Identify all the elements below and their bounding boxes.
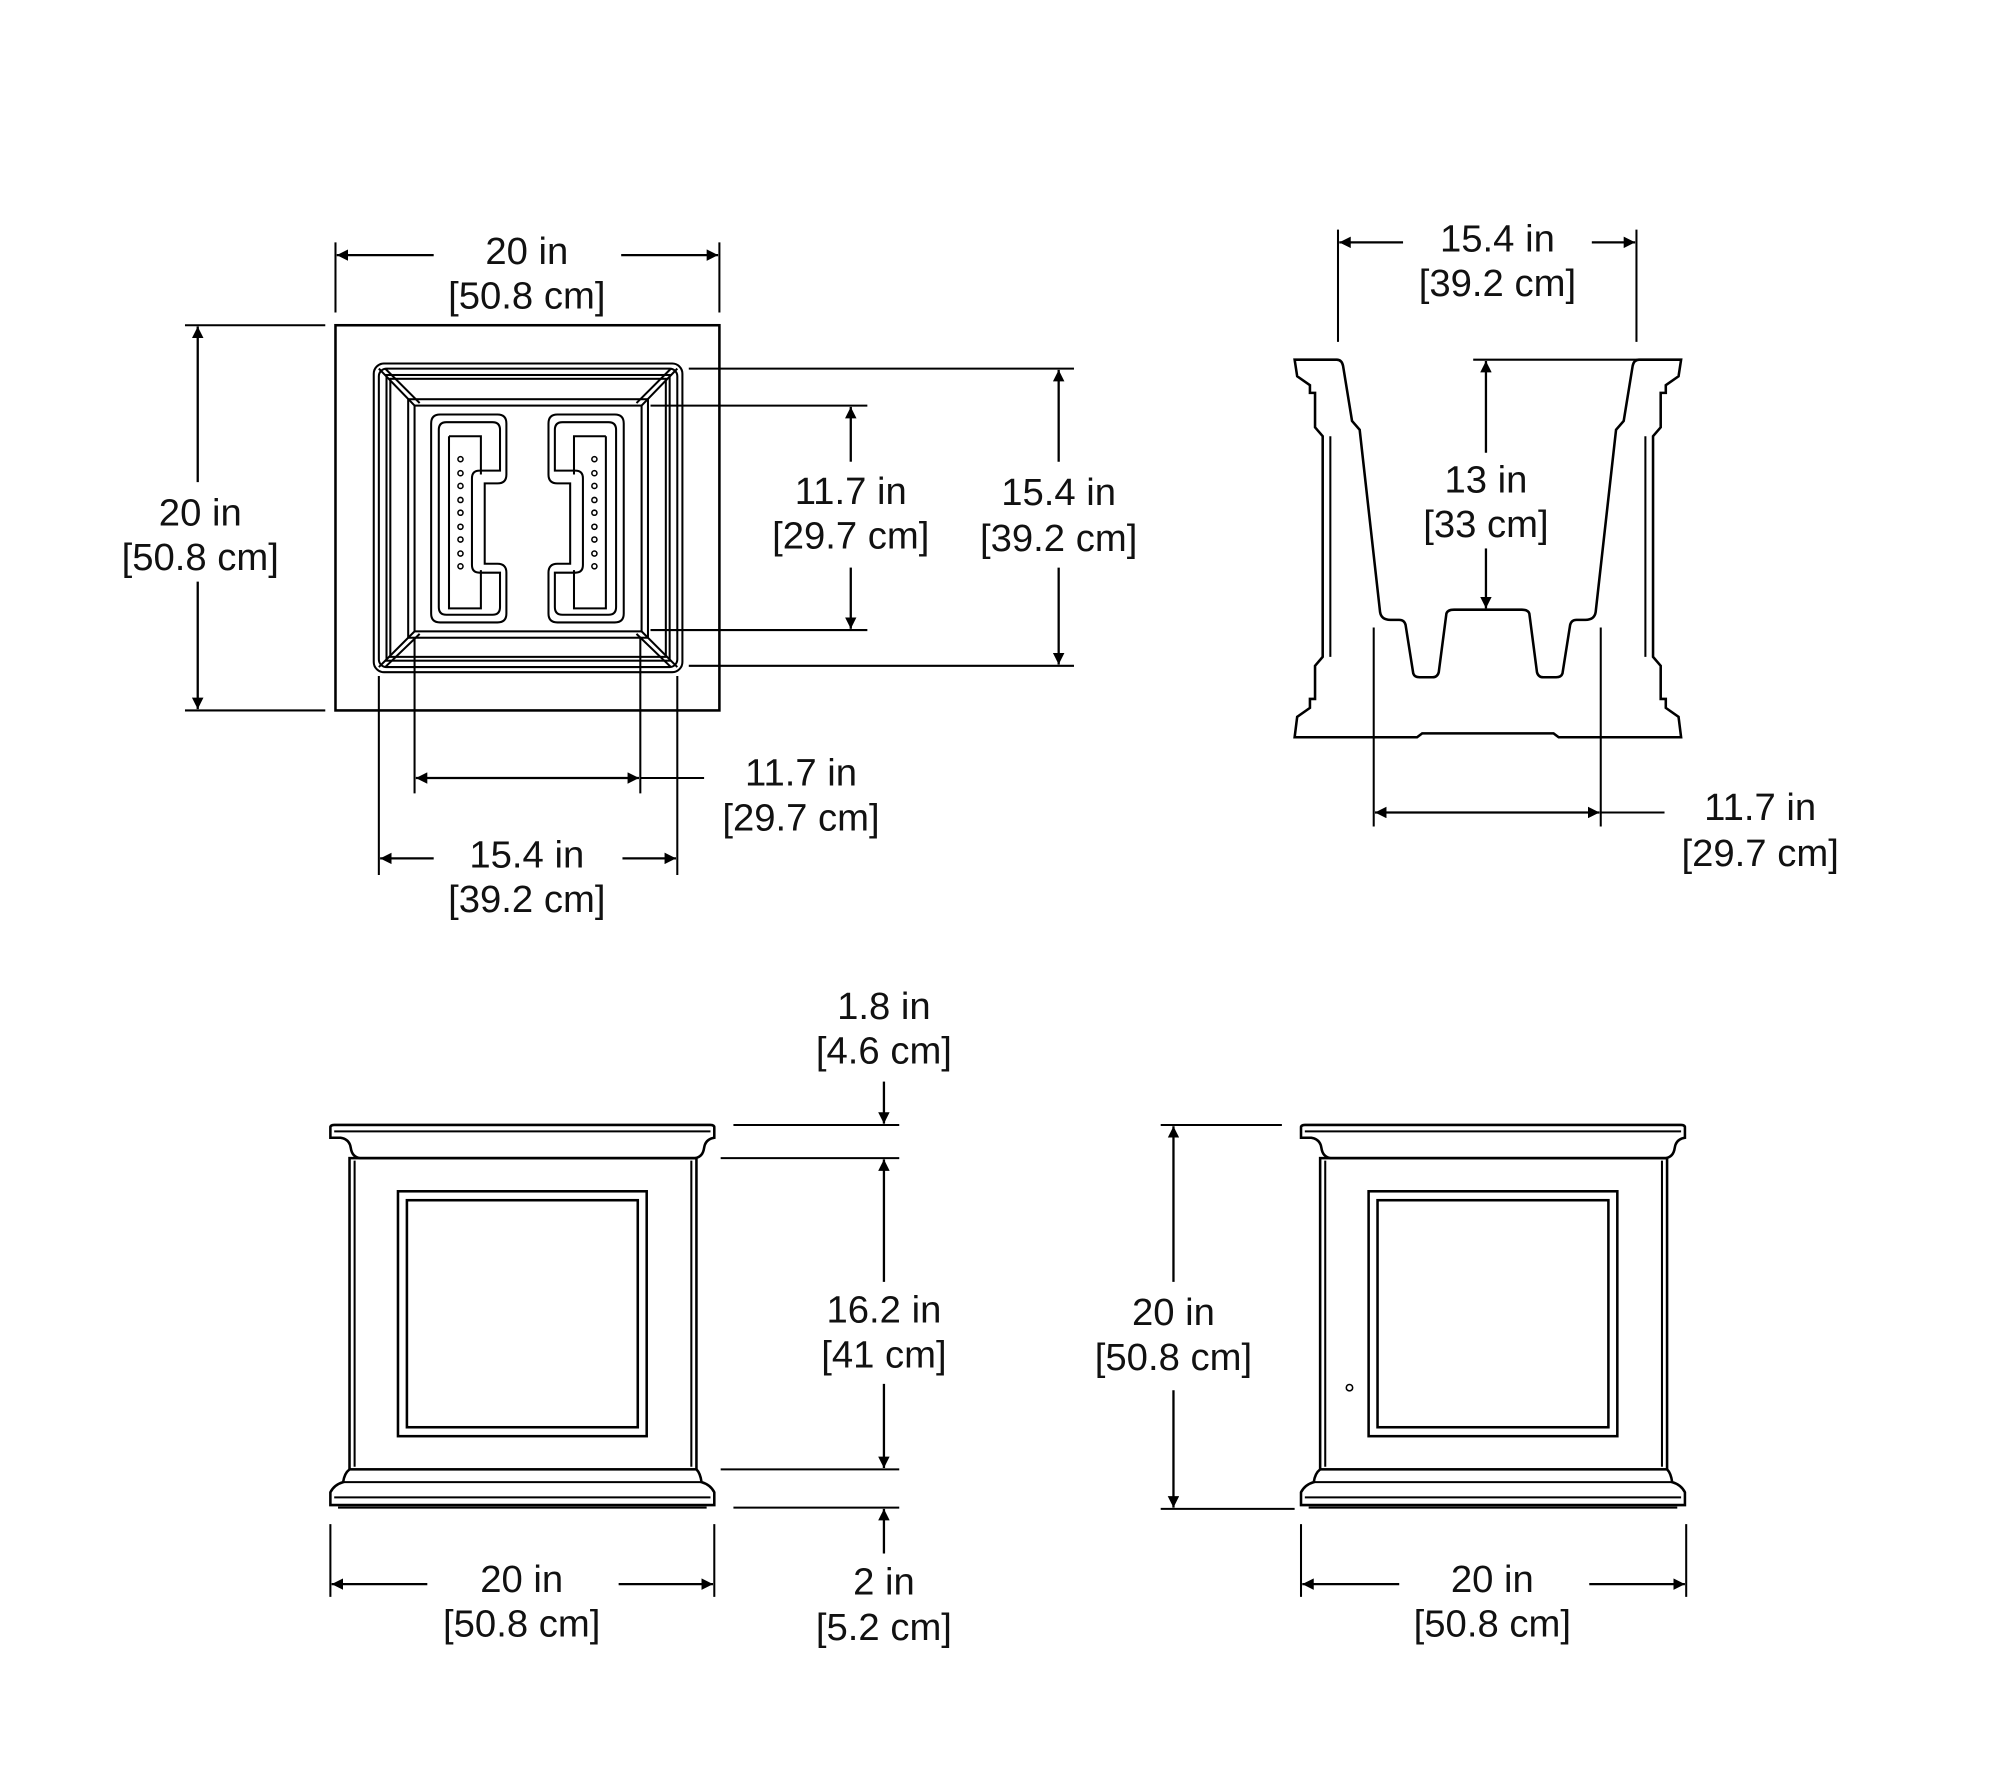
dim-label-in: 20 in [159, 491, 242, 534]
dim-label-in: 15.4 in [1440, 217, 1555, 260]
side-elevation [1299, 1123, 1687, 1509]
side-view: 20 in [50.8 cm] 20 in [50.8 cm] [1095, 1123, 1688, 1645]
dim-section-bottom-width: 11.7 in [29.7 cm] [1372, 627, 1839, 875]
dim-cap-height: 1.8 in [4.6 cm] [720, 985, 952, 1160]
dim-label-cm: [29.7 cm] [772, 514, 929, 557]
dim-label-in: 20 in [1451, 1558, 1534, 1601]
dim-label-cm: [33 cm] [1423, 503, 1548, 546]
dim-label-in: 15.4 in [469, 833, 584, 876]
dim-inner-width-large: 15.4 in [39.2 cm] [377, 675, 679, 921]
top-view: 20 in [50.8 cm] 20 in [50.8 cm] 11.7 in … [122, 230, 1138, 921]
dim-label-cm: [39.2 cm] [448, 878, 605, 921]
dim-label-in: 15.4 in [1001, 471, 1116, 514]
dim-label-in: 13 in [1444, 458, 1527, 501]
dim-label-cm: [50.8 cm] [448, 275, 605, 318]
dim-section-top-opening: 15.4 in [39.2 cm] [1336, 217, 1638, 342]
dim-label-in: 16.2 in [827, 1289, 942, 1332]
dim-front-width: 20 in [50.8 cm] [329, 1524, 716, 1645]
dim-label-cm: [5.2 cm] [816, 1606, 952, 1649]
dim-side-height: 20 in [50.8 cm] [1095, 1123, 1295, 1510]
dim-label-cm: [50.8 cm] [1095, 1336, 1252, 1379]
dim-label-cm: [39.2 cm] [980, 517, 1137, 560]
dim-label-in: 20 in [480, 1558, 563, 1601]
screw-hole-icon [1345, 1383, 1354, 1392]
dim-label-in: 1.8 in [837, 985, 931, 1028]
top-outer-square [334, 323, 721, 712]
dim-base-height: 2 in [5.2 cm] [816, 1508, 952, 1649]
front-elevation [329, 1123, 716, 1509]
dim-inner-depth-large: 15.4 in [39.2 cm] [688, 367, 1137, 667]
dim-label-cm: [4.6 cm] [816, 1030, 952, 1073]
dim-label-in: 11.7 in [1704, 786, 1816, 829]
dim-label-in: 20 in [1132, 1291, 1215, 1334]
left-handle [430, 413, 508, 624]
dim-top-width: 20 in [50.8 cm] [334, 230, 721, 318]
dim-inner-width-small: 11.7 in [29.7 cm] [413, 637, 880, 839]
right-handle [547, 413, 625, 624]
dim-label-cm: [41 cm] [821, 1333, 946, 1376]
dim-label-in: 11.7 in [795, 470, 907, 513]
dim-label-cm: [39.2 cm] [1419, 262, 1576, 305]
section-profile [1293, 358, 1683, 739]
dim-top-depth: 20 in [50.8 cm] [122, 324, 326, 712]
dim-label-cm: [29.7 cm] [1682, 832, 1839, 875]
dim-inner-depth-small: 11.7 in [29.7 cm] [650, 404, 929, 632]
section-view: 15.4 in [39.2 cm] 13 in [33 cm] 11.7 in … [1293, 217, 1839, 875]
top-tray [372, 362, 684, 674]
dim-label-in: 20 in [485, 230, 568, 273]
dim-body-height: 16.2 in [41 cm] [720, 1159, 947, 1509]
dim-label-cm: [50.8 cm] [443, 1602, 600, 1645]
dim-label-cm: [50.8 cm] [1414, 1602, 1571, 1645]
drain-holes-left [457, 455, 464, 570]
dim-label-cm: [29.7 cm] [722, 796, 879, 839]
dim-label-in: 2 in [853, 1560, 915, 1603]
front-view: 1.8 in [4.6 cm] 16.2 in [41 cm] 2 in [5.… [329, 985, 952, 1649]
dim-section-liner-depth: 13 in [33 cm] [1423, 358, 1659, 609]
dim-label-in: 11.7 in [745, 752, 857, 795]
dim-label-cm: [50.8 cm] [122, 536, 279, 579]
dim-side-width: 20 in [50.8 cm] [1299, 1524, 1688, 1645]
